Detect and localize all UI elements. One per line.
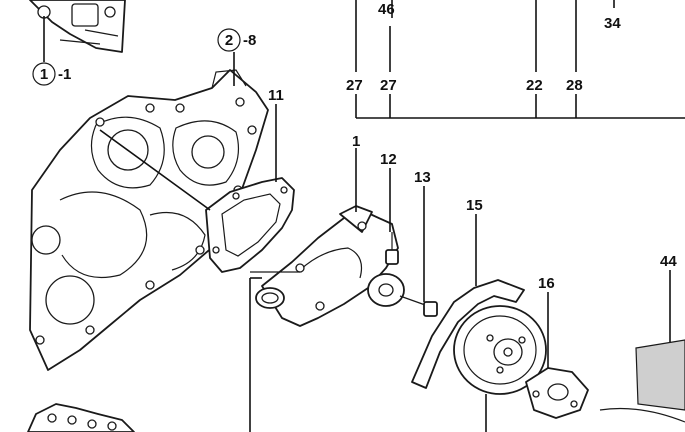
water-pump <box>250 205 405 327</box>
callout-11: 11 <box>268 87 284 104</box>
callout-12: 12 <box>380 151 397 168</box>
gear-case <box>29 69 269 371</box>
spacer <box>525 367 589 419</box>
callout-34: 34 <box>604 15 621 32</box>
bolt-12 <box>385 232 399 265</box>
bolt-13 <box>399 295 438 317</box>
callout-27-left: 27 <box>346 77 363 94</box>
callout-13: 13 <box>414 169 431 186</box>
circled-ref-1-number: 1 <box>40 66 48 83</box>
circled-ref-2-suffix: -8 <box>243 32 256 49</box>
v-belt <box>411 279 525 389</box>
leader-lines <box>43 0 685 432</box>
callout-27-right: 27 <box>380 77 397 94</box>
circled-ref-2-number: 2 <box>225 32 233 49</box>
circled-ref-2: 2 -8 <box>217 28 256 52</box>
callout-44: 44 <box>660 253 677 270</box>
callout-16: 16 <box>538 275 555 292</box>
injection-pump-fragment <box>27 403 135 432</box>
callout-46: 46 <box>378 1 395 18</box>
upper-housing-fragment <box>29 0 126 53</box>
callout-15: 15 <box>466 197 483 214</box>
fan-blade <box>599 339 685 423</box>
circled-ref-1-suffix: -1 <box>58 66 71 83</box>
callout-22: 22 <box>526 77 543 94</box>
pulley <box>453 305 547 395</box>
callout-28: 28 <box>566 77 583 94</box>
callout-1: 1 <box>352 133 360 150</box>
gasket <box>205 177 295 273</box>
circled-ref-1: 1 -1 <box>32 62 71 86</box>
